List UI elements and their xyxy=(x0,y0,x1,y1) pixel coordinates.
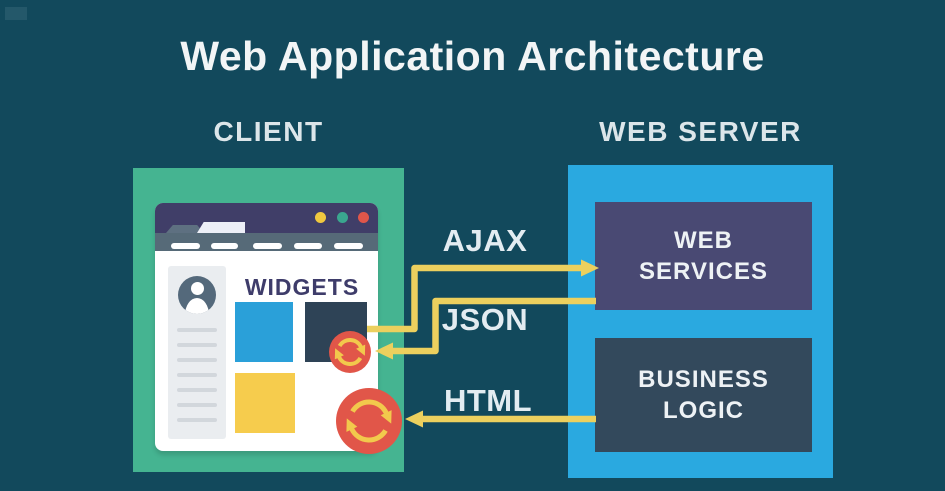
menu-dash xyxy=(253,243,282,249)
teal-dot-icon xyxy=(337,212,348,223)
client-section-label: CLIENT xyxy=(213,116,324,147)
red-dot-icon xyxy=(358,212,369,223)
json-arrow-label: JSON xyxy=(441,302,529,337)
widget-tile-yellow xyxy=(235,373,295,433)
business-logic-box: BUSINESS LOGIC xyxy=(595,338,812,452)
diagram-title: Web Application Architecture xyxy=(180,33,765,79)
sidebar-line xyxy=(177,403,217,407)
user-avatar-icon xyxy=(178,276,216,314)
business-logic-label-line2: LOGIC xyxy=(663,397,744,424)
browser-menubar xyxy=(155,233,378,251)
menu-dash xyxy=(171,243,200,249)
sidebar-line xyxy=(177,328,217,332)
menu-dash xyxy=(294,243,322,249)
sidebar-line xyxy=(177,388,217,392)
yellow-dot-icon xyxy=(315,212,326,223)
browser-titlebar xyxy=(155,203,378,233)
widget-tile-blue xyxy=(235,302,293,362)
avatar-head xyxy=(191,282,204,295)
browser-sidebar xyxy=(168,266,226,439)
web-services-label-line2: SERVICES xyxy=(639,258,768,285)
html-arrow-label: HTML xyxy=(443,383,533,418)
server-section-label: WEB SERVER xyxy=(599,116,802,147)
web-services-label-line1: WEB xyxy=(674,226,733,254)
sidebar-line xyxy=(177,418,217,422)
background-artifact xyxy=(5,7,27,20)
sidebar-line xyxy=(177,343,217,347)
widgets-heading: WIDGETS xyxy=(244,274,360,300)
sidebar-line xyxy=(177,373,217,377)
business-logic-label-line1: BUSINESS xyxy=(638,365,769,393)
web-services-box: WEB SERVICES xyxy=(595,202,812,310)
browser-tab-back xyxy=(166,225,204,233)
menu-dash xyxy=(334,243,363,249)
avatar-body xyxy=(185,298,209,314)
ajax-arrow-label: AJAX xyxy=(442,223,528,258)
sidebar-line xyxy=(177,358,217,362)
menu-dash xyxy=(211,243,238,249)
browser-window: WIDGETS xyxy=(155,203,378,451)
browser-tab-front xyxy=(197,222,245,233)
widget-tile-dark xyxy=(305,302,367,362)
